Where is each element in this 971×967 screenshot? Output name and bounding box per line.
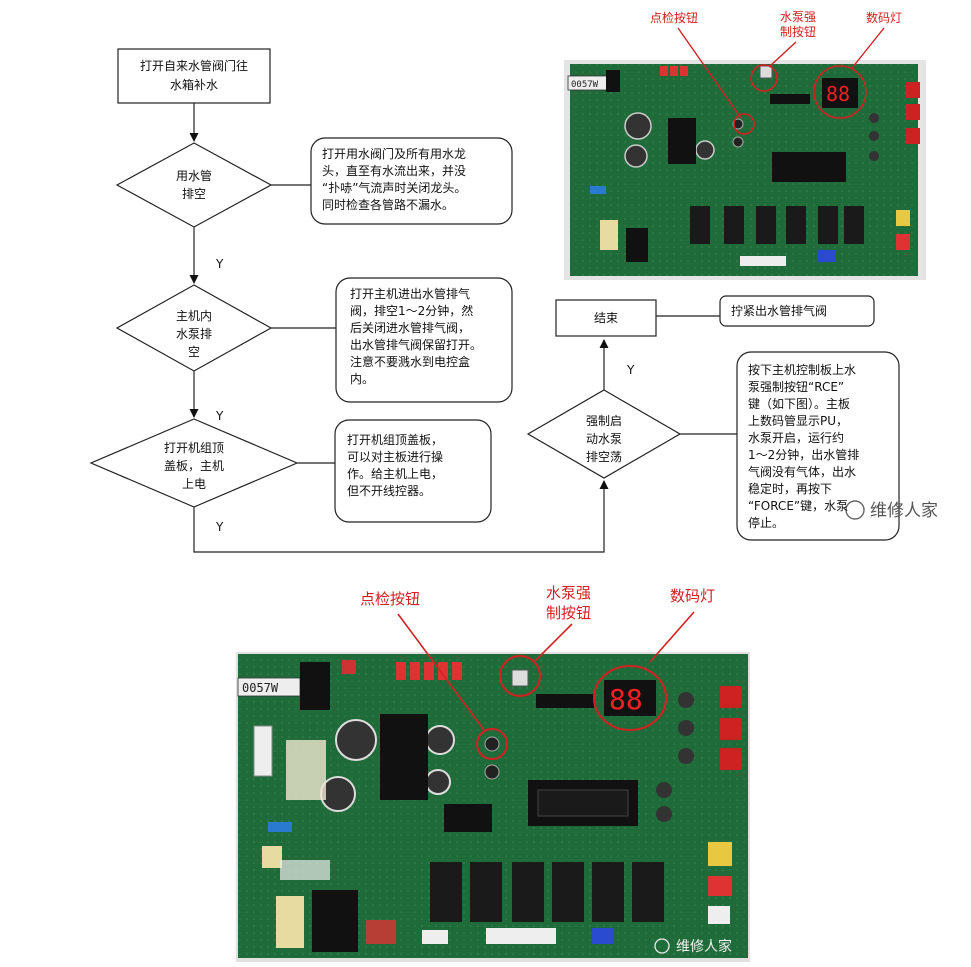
pcb-small-display — [822, 78, 858, 108]
note-force-pump-line4: 上数码管显示PU， — [748, 414, 849, 428]
note-pump-vent-line3: 后关闭进水管排气阀， — [350, 321, 471, 335]
note-power-on-line3: 作。给主机上电， — [347, 467, 444, 481]
large-label-pump-force-line2: 制按钮 — [546, 604, 591, 622]
note-force-pump-line2: 泵强制按钮“RCE” — [748, 380, 845, 394]
note-pump-vent-line1: 打开主机进出水管排气 — [350, 287, 471, 301]
note-force-pump-line10: 停止。 — [748, 516, 785, 530]
watermark-bottom: 维修人家 — [654, 938, 732, 955]
note4-box — [736, 351, 900, 541]
large-circle-check-button — [476, 728, 508, 760]
note-force-pump-line5: 水泵开启，运行约 — [748, 431, 845, 445]
small-photo-annotations: 点检按钮 水泵强 制按钮 数码灯 — [650, 10, 902, 135]
decision-force-pump-line3: 排空荡 — [586, 450, 622, 464]
yes-label-2: Y — [215, 409, 224, 423]
large-label-digital-display: 数码灯 — [670, 587, 715, 605]
note-force-pump-line8: 稳定时，再按下 — [748, 482, 833, 496]
wechat-icon — [845, 500, 865, 520]
note-power-on-line4: 但不开线控器。 — [347, 484, 432, 498]
note-force-pump-line3: 键（如下图）。主板 — [748, 397, 851, 411]
decision-force-pump-line2: 动水泵 — [586, 432, 622, 446]
watermark-top: 维修人家 — [845, 500, 938, 521]
note-force-pump-line9: “FORCE”键，水泵 — [748, 499, 849, 513]
note-force-pump-line1: 按下主机控制板上水 — [748, 363, 857, 377]
note-drain-pipe: 打开用水阀门及所有用水龙 头，直至有水流出来，并没 “扑哧”气流声时关闭龙头。 … — [322, 146, 506, 214]
small-label-pump-force-line2: 制按钮 — [780, 24, 816, 39]
note-pump-vent-line6: 内。 — [350, 372, 375, 386]
end-note-box — [719, 295, 875, 327]
decision-drain-pipe-line1: 用水管 — [176, 168, 212, 183]
note-drain-pipe-line3: “扑哧”气流声时关闭龙头。 — [322, 181, 467, 195]
step-fill-water-line2: 水箱补水 — [170, 77, 218, 92]
pcb-large-display-digits: 88 — [609, 683, 643, 716]
wechat-icon-bottom — [654, 938, 670, 954]
note-power-on: 打开机组顶盖板， 可以对主板进行操 作。给主机上电， 但不开线控器。 — [347, 432, 487, 500]
watermark-top-text: 维修人家 — [870, 501, 938, 521]
note-pump-vent-line5: 注意不要溅水到电控盒 — [350, 355, 471, 369]
note-drain-pipe-line2: 头，直至有水流出来，并没 — [322, 164, 467, 178]
note-pump-vent-line2: 阀，排空1～2分钟，然 — [350, 304, 474, 318]
small-circle-digital-display — [813, 65, 867, 119]
yes-label-3: Y — [215, 520, 224, 534]
large-label-pump-force-line1: 水泵强 — [546, 584, 591, 602]
note-power-on-line2: 可以对主板进行操 — [347, 450, 444, 464]
decision-power-on-line2: 盖板，主机 — [164, 459, 224, 473]
pcb-large-display — [604, 680, 656, 716]
note-force-pump-line6: 1～2分钟，出水管排 — [748, 448, 860, 462]
note1-box — [310, 137, 513, 225]
note3-box — [334, 419, 492, 523]
note-power-on-line1: 打开机组顶盖板， — [347, 433, 444, 447]
note-pump-vent: 打开主机进出水管排气 阀，排空1～2分钟，然 后关闭进水管排气阀， 出水管排气阀… — [350, 286, 506, 388]
pcb-small-model-tag-text: 0057W — [571, 80, 599, 90]
large-circle-digital-display — [593, 665, 667, 731]
connector-4 — [193, 480, 609, 553]
pcb-photo-large: 0057W 88 — [236, 652, 750, 962]
decision-force-pump — [526, 389, 682, 479]
small-circle-pump-force — [750, 64, 778, 92]
note2-box — [335, 277, 513, 403]
yes-label-4: Y — [626, 363, 635, 377]
step-fill-water-line1: 打开自来水管阀门往 — [140, 58, 248, 73]
small-label-pump-force-line1: 水泵强 — [780, 10, 816, 24]
large-photo-annotations: 点检按钮 水泵强 制按钮 数码灯 — [360, 584, 715, 760]
note-drain-pipe-line1: 打开用水阀门及所有用水龙 — [322, 147, 467, 161]
decision-power-on-line3: 上电 — [182, 477, 206, 491]
pcb-small-display-digits: 88 — [826, 82, 850, 106]
decision-power-on-line1: 打开机组顶 — [164, 441, 224, 455]
decision-pump-vent-line2: 水泵排 — [176, 327, 212, 341]
note-drain-pipe-line4: 同时检查各管路不漏水。 — [322, 198, 455, 212]
pcb-large-model-tag-text: 0057W — [242, 681, 279, 695]
small-label-digital-display: 数码灯 — [866, 10, 902, 25]
flowchart: 打开自来水管阀门往 水箱补水 用水管 排空 Y 主机内 水泵排 空 Y 打开机组… — [89, 48, 900, 553]
end-box — [555, 299, 657, 337]
end-note-text: 拧紧出水管排气阀 — [731, 303, 827, 318]
watermark-bottom-text: 维修人家 — [676, 938, 732, 955]
decision-pump-vent-line3: 空 — [188, 345, 200, 359]
large-circle-pump-force — [499, 655, 541, 697]
note-force-pump: 按下主机控制板上水 泵强制按钮“RCE” 键（如下图）。主板 上数码管显示PU，… — [748, 362, 894, 532]
large-label-check-button: 点检按钮 — [360, 590, 420, 608]
small-label-check-button: 点检按钮 — [650, 10, 698, 25]
decision-pump-vent-line1: 主机内 — [176, 309, 212, 323]
decision-drain-pipe — [115, 142, 273, 228]
small-circle-check-button — [733, 113, 755, 135]
end-label: 结束 — [594, 311, 618, 325]
pcb-photo-small: 0057W 88 — [564, 60, 926, 280]
step-fill-water-box — [117, 48, 271, 104]
note-force-pump-line7: 气阀没有气体，出水 — [748, 465, 857, 479]
note-pump-vent-line4: 出水管排气阀保留打开。 — [350, 338, 483, 352]
yes-label-1: Y — [215, 257, 224, 271]
decision-force-pump-line1: 强制启 — [586, 414, 622, 428]
decision-drain-pipe-line2: 排空 — [182, 187, 206, 201]
